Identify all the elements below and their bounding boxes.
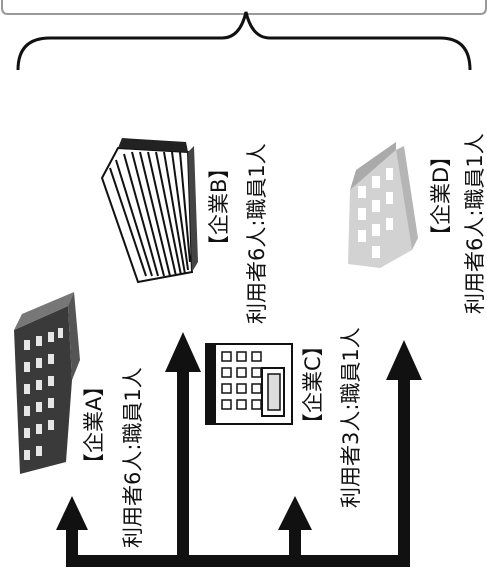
- company-a-detail: 利用者6人:職員1人: [121, 367, 145, 548]
- company-c-label: 【企業C】 利用者3人:職員1人: [301, 327, 363, 508]
- building-icon: [14, 292, 80, 474]
- company-b-label: 【企業B】 利用者6人:職員1人: [207, 143, 269, 324]
- company-d-detail: 利用者6人:職員1人: [463, 133, 487, 314]
- top-panel-edge: [1, 0, 487, 15]
- arrow-icon: [56, 332, 422, 567]
- company-d-label: 【企業D】 利用者6人:職員1人: [429, 133, 487, 314]
- company-d-name: 【企業D】: [429, 146, 453, 246]
- company-a-label: 【企業A】 利用者6人:職員1人: [82, 367, 145, 548]
- company-a-name: 【企業A】: [82, 376, 106, 474]
- small-office-icon: [205, 343, 293, 425]
- company-c-detail: 利用者3人:職員1人: [339, 327, 363, 508]
- company-b-name: 【企業B】: [207, 158, 231, 256]
- office-tower-icon: [100, 138, 198, 284]
- building-icon: [348, 142, 418, 268]
- company-b-detail: 利用者6人:職員1人: [245, 143, 269, 324]
- company-c-name: 【企業C】: [301, 335, 325, 434]
- brace-icon: [16, 11, 472, 71]
